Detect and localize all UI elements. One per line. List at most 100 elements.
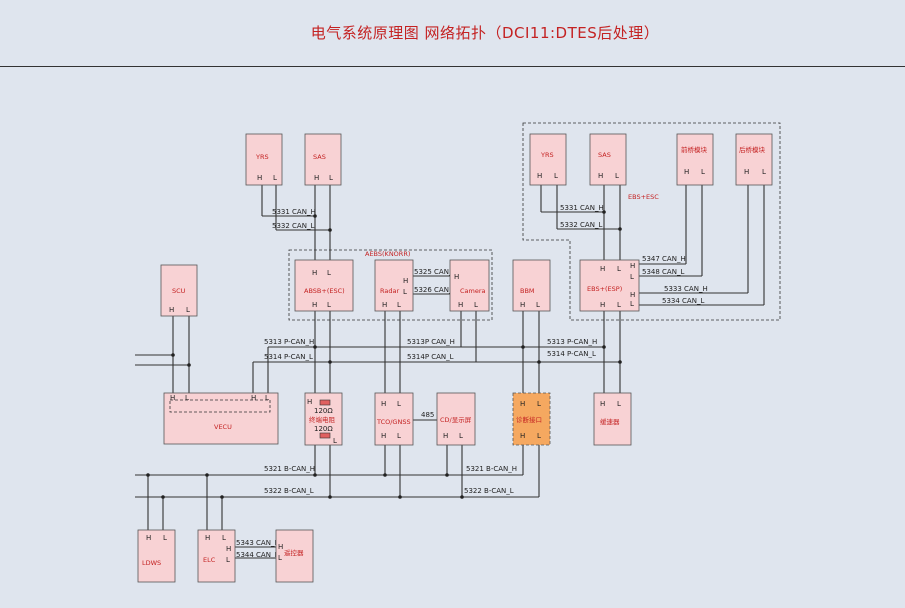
node-camera: H Camera H L <box>449 259 490 312</box>
svg-text:H: H <box>454 273 459 281</box>
svg-text:后桥模块: 后桥模块 <box>739 145 766 154</box>
svg-text:H: H <box>537 172 542 180</box>
wire-label: 5348 CAN_L <box>642 268 684 276</box>
resistor-icon <box>319 432 331 439</box>
svg-text:H: H <box>170 394 175 402</box>
svg-text:H: H <box>381 400 386 408</box>
svg-text:LDWS: LDWS <box>142 559 161 567</box>
aebs-group-label: AEBS(KNORR) <box>365 250 410 258</box>
svg-text:Radar: Radar <box>380 287 399 295</box>
wire-label: 5347 CAN_H <box>642 255 686 263</box>
header-bar: 电气系统原理图 网络拓扑（DCI11:DTES后处理） <box>0 0 905 67</box>
ebs-group-frame <box>522 122 781 321</box>
wire-label: 5334 CAN_L <box>662 297 704 305</box>
node-bbm: BBM H L <box>512 259 551 312</box>
svg-text:EBS+(ESP): EBS+(ESP) <box>587 285 622 293</box>
svg-text:H: H <box>520 432 525 440</box>
wire-label: 485 <box>421 411 434 419</box>
node-sas-left: SAS H L <box>304 133 342 186</box>
node-diagnostic-port[interactable]: H L 诊断接口 H L <box>512 392 551 446</box>
svg-text:BBM: BBM <box>520 287 535 295</box>
svg-text:诊断接口: 诊断接口 <box>516 415 542 424</box>
svg-text:H: H <box>312 301 317 309</box>
svg-text:L: L <box>327 301 331 309</box>
svg-text:终端电阻: 终端电阻 <box>309 415 336 424</box>
svg-text:H: H <box>600 265 605 273</box>
svg-text:L: L <box>474 301 478 309</box>
svg-text:L: L <box>537 400 541 408</box>
svg-text:L: L <box>554 172 558 180</box>
svg-text:H: H <box>314 174 319 182</box>
svg-text:H: H <box>257 174 262 182</box>
node-scu: SCU H L <box>160 264 198 317</box>
node-tco-gnss: H L TCO/GNSS H L <box>374 392 414 446</box>
svg-text:CD/显示屏: CD/显示屏 <box>440 416 472 424</box>
node-cd-display: CD/显示屏 H L <box>436 392 476 446</box>
svg-text:H: H <box>312 269 317 277</box>
wire-label: 5321 B-CAN_H <box>264 465 315 473</box>
wire-label: 5314 P-CAN_L <box>547 350 596 358</box>
svg-text:120Ω: 120Ω <box>314 425 333 433</box>
svg-text:L: L <box>617 400 621 408</box>
svg-text:H: H <box>630 291 635 299</box>
svg-text:H: H <box>307 398 312 406</box>
svg-text:H: H <box>520 301 525 309</box>
wire-label: 5321 B-CAN_H <box>466 465 517 473</box>
resistor-icon <box>319 399 331 406</box>
svg-text:H: H <box>600 400 605 408</box>
svg-text:H: H <box>744 168 749 176</box>
node-sas-right: SAS H L <box>589 133 627 186</box>
svg-text:H: H <box>630 262 635 270</box>
wire-label: 5326 CAN_L <box>414 286 456 294</box>
node-ldws: H L LDWS <box>137 529 176 583</box>
svg-text:L: L <box>278 554 282 562</box>
node-yrs-left: YRS H L <box>245 133 283 186</box>
svg-text:L: L <box>185 394 189 402</box>
page-title: 电气系统原理图 网络拓扑（DCI11:DTES后处理） <box>310 24 660 42</box>
wire-label: 5331 CAN_H <box>560 204 604 212</box>
svg-text:H: H <box>684 168 689 176</box>
wire-label: 5332 CAN_L <box>560 221 602 229</box>
node-front-module: 前桥模块 H L <box>676 133 714 186</box>
svg-text:L: L <box>615 172 619 180</box>
node-vecu: H L H L VECU <box>163 392 279 445</box>
wire-label: 5313 P-CAN_H <box>264 338 314 346</box>
svg-text:L: L <box>327 269 331 277</box>
svg-text:H: H <box>146 534 151 542</box>
wire-label: 5331 CAN_H <box>272 208 316 216</box>
wire-label: 5314 P-CAN_L <box>264 353 313 361</box>
wire-label: 5322 B-CAN_L <box>264 487 314 495</box>
svg-text:L: L <box>397 301 401 309</box>
node-absb-esc: H L ABSB+(ESC) H L <box>294 259 354 312</box>
node-terminal-resistor: H 120Ω 终端电阻 120Ω L <box>304 392 343 446</box>
svg-text:YRS: YRS <box>255 153 269 161</box>
node-rear-module: 后桥模块 H L <box>735 133 773 186</box>
wire-label: 5343 CAN_H <box>236 539 280 547</box>
svg-text:L: L <box>537 432 541 440</box>
svg-text:H: H <box>381 432 386 440</box>
svg-text:H: H <box>600 301 605 309</box>
svg-text:L: L <box>397 400 401 408</box>
svg-text:L: L <box>459 432 463 440</box>
svg-text:VECU: VECU <box>214 423 232 431</box>
svg-text:H: H <box>169 306 174 314</box>
svg-text:前桥模块: 前桥模块 <box>681 145 708 154</box>
svg-text:ABSB+(ESC): ABSB+(ESC) <box>304 287 345 295</box>
svg-text:H: H <box>278 543 283 551</box>
svg-text:H: H <box>382 301 387 309</box>
node-radar: Radar H L H L <box>374 259 414 312</box>
svg-text:L: L <box>701 168 705 176</box>
svg-text:L: L <box>333 437 337 445</box>
svg-text:ELC: ELC <box>203 556 216 564</box>
svg-text:SAS: SAS <box>313 153 326 161</box>
wire-label: 5332 CAN_L <box>272 222 314 230</box>
svg-text:L: L <box>617 265 621 273</box>
node-retarder: H L 缓速器 <box>593 392 632 446</box>
svg-text:H: H <box>443 432 448 440</box>
svg-text:L: L <box>186 306 190 314</box>
wire-label: 5322 B-CAN_L <box>464 487 514 495</box>
svg-text:L: L <box>163 534 167 542</box>
wire-label: 5344 CAN_L <box>236 551 278 559</box>
svg-text:SAS: SAS <box>598 151 611 159</box>
node-ebs-esp: H L H L EBS+(ESP) H L H L <box>579 259 640 312</box>
